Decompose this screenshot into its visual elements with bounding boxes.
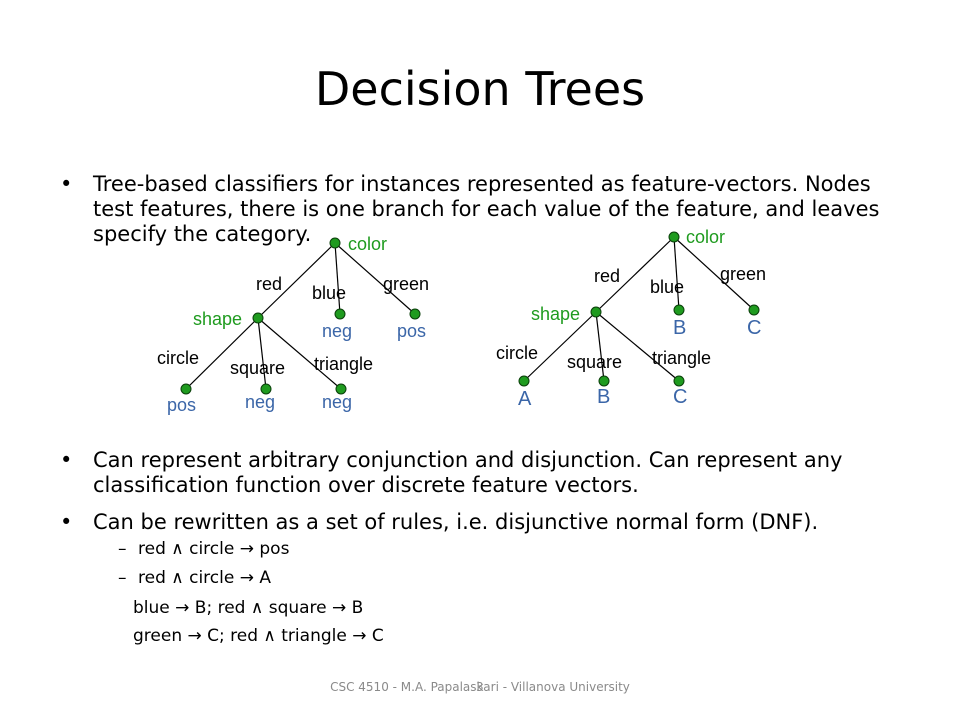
branch-label-green-right: green: [720, 264, 766, 284]
leaf-label-circle-left: pos: [167, 395, 196, 415]
leaf-node-green-left: [409, 308, 421, 320]
leaf-label-square-left: neg: [245, 392, 275, 412]
bullet-marker: •: [60, 172, 73, 196]
tree-left: color red blue green shape neg pos circl…: [157, 234, 429, 415]
edge-blue-right: [673, 236, 680, 311]
bullet-3: • Can be rewritten as a set of rules, i.…: [60, 510, 910, 536]
bullet-1: • Tree-based classifiers for instances r…: [60, 172, 910, 248]
footer-text: CSC 4510 - M.A. Papalaskari - Villanova …: [330, 680, 630, 694]
leaf-label-green-left: pos: [397, 321, 426, 341]
leaf-node-triangle-left: [335, 383, 347, 395]
leaf-node-triangle-right: [673, 375, 685, 387]
branch-label-square-right: square: [567, 352, 622, 372]
bullet-marker: •: [60, 448, 73, 472]
shape-label-left: shape: [193, 309, 242, 329]
leaf-node-circle-right: [518, 375, 530, 387]
leaf-label-green-right: C: [747, 317, 761, 339]
root-node-left: [329, 237, 341, 249]
edge-red-right: [595, 236, 675, 313]
branch-label-circle-left: circle: [157, 348, 199, 368]
bullet-2: • Can represent arbitrary conjunction an…: [60, 448, 910, 500]
rule-3-text: blue → B; red ∧ square → B: [133, 598, 364, 618]
rule-1-text: red ∧ circle → pos: [138, 539, 290, 559]
sub-bullet-marker: –: [118, 568, 127, 588]
leaf-label-triangle-left: neg: [322, 392, 352, 412]
slide-title: Decision Trees: [314, 62, 646, 116]
branch-label-green-left: green: [383, 274, 429, 294]
leaf-node-circle-left: [180, 383, 192, 395]
branch-label-triangle-right: triangle: [652, 348, 711, 368]
leaf-node-square-left: [260, 383, 272, 395]
rule-2-text: red ∧ circle → A: [138, 568, 272, 588]
edge-square-right: [595, 311, 605, 382]
root-label-left: color: [348, 234, 387, 254]
leaf-node-blue-right: [673, 304, 685, 316]
root-label-right: color: [686, 227, 725, 247]
branch-label-circle-right: circle: [496, 343, 538, 363]
branch-label-red-left: red: [256, 274, 282, 294]
branch-label-square-left: square: [230, 358, 285, 378]
leaf-label-triangle-right: C: [673, 386, 687, 408]
edge-green-right: [673, 236, 755, 311]
edge-square-left: [257, 317, 267, 390]
shape-node-right: [590, 306, 602, 318]
edge-circle-right: [523, 311, 597, 382]
bullet-3-text: Can be rewritten as a set of rules, i.e.…: [93, 510, 819, 534]
edge-green-left: [334, 242, 416, 315]
root-node-right: [668, 231, 680, 243]
sub-bullet-marker: –: [118, 539, 127, 559]
leaf-label-blue-left: neg: [322, 321, 352, 341]
leaf-node-green-right: [748, 304, 760, 316]
edge-triangle-right: [595, 311, 680, 382]
bullet-2-text: Can represent arbitrary conjunction and …: [93, 448, 843, 497]
shape-label-right: shape: [531, 304, 580, 324]
bullet-1-text: Tree-based classifiers for instances rep…: [93, 172, 880, 246]
leaf-node-square-right: [598, 375, 610, 387]
tree-right: color red blue green shape B C circle sq…: [496, 227, 766, 410]
edge-circle-left: [185, 317, 259, 390]
leaf-label-blue-right: B: [673, 317, 686, 339]
rule-4-text: green → C; red ∧ triangle → C: [133, 626, 384, 646]
shape-node-left: [252, 312, 264, 324]
leaf-label-circle-right: A: [518, 388, 532, 410]
branch-label-red-right: red: [594, 266, 620, 286]
leaf-label-square-right: B: [597, 386, 610, 408]
edge-red-left: [257, 242, 336, 319]
branch-label-blue-right: blue: [650, 277, 684, 297]
branch-label-triangle-left: triangle: [314, 354, 373, 374]
bullet-marker: •: [60, 510, 73, 534]
branch-label-blue-left: blue: [312, 283, 346, 303]
edge-blue-left: [334, 242, 341, 315]
leaf-node-blue-left: [334, 308, 346, 320]
edge-triangle-left: [257, 317, 342, 390]
page-number: 3: [476, 680, 484, 694]
